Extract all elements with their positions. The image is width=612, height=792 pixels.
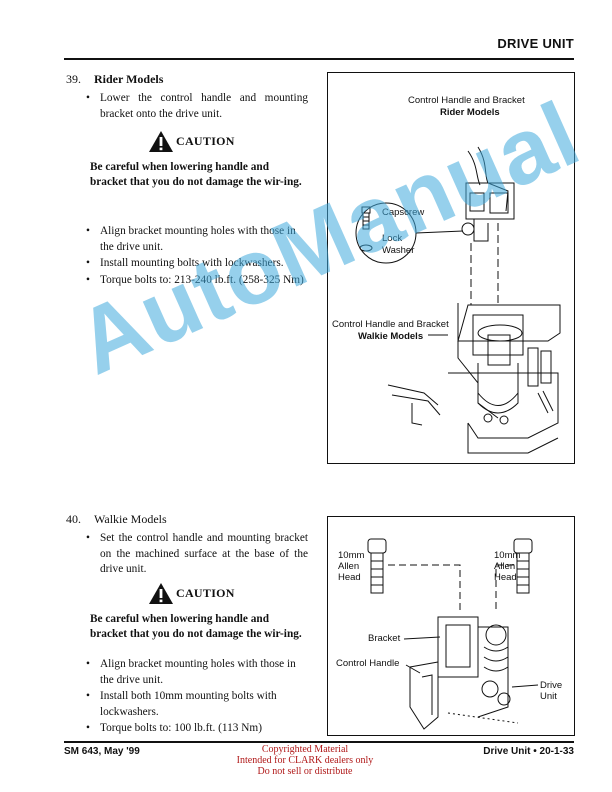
header-rule: [64, 58, 574, 60]
warning-triangle-icon: [149, 131, 173, 152]
label-capscrew: Capscrew: [382, 207, 425, 218]
caution-warning-text: Be careful when lowering handle and brac…: [90, 613, 302, 640]
step-40-title: Walkie Models: [94, 512, 167, 526]
label-left-bolt-line2: Allen: [338, 561, 360, 572]
copyright-notice: Copyrighted Material Intended for CLARK …: [230, 744, 380, 777]
walkie-install-illustration: [367, 538, 539, 730]
step-40-number: 40.: [66, 512, 81, 526]
copyright-line: Copyrighted Material: [261, 744, 349, 755]
caution-label: CAUTION: [176, 134, 235, 148]
figure-rider-walkie-bracket: Control Handle and Bracket Rider Models …: [327, 72, 575, 464]
warning-triangle-icon: [149, 583, 173, 604]
step-40-bullets-1: Set the control handle and mounting brac…: [86, 531, 308, 579]
label-rider-bracket-line2: Rider Models: [440, 107, 500, 118]
step-39-heading: 39. Rider Models: [66, 72, 163, 87]
footer-page-number: Drive Unit • 20-1-33: [483, 746, 574, 757]
caution-label: CAUTION: [176, 586, 235, 600]
caution-warning-text: Be careful when lowering handle and brac…: [90, 161, 302, 188]
copyright-line: Intended for CLARK dealers only: [236, 755, 374, 766]
footer-rule: [64, 741, 574, 743]
step-40-bullets-2: Align bracket mounting holes with those …: [86, 657, 308, 738]
step-40-bullet: Install both 10mm mounting bolts with lo…: [86, 689, 308, 720]
caution-box-2: CAUTION: [148, 582, 235, 605]
label-right-bolt-line1: 10mm: [494, 550, 521, 561]
step-40-bullet: Set the control handle and mounting brac…: [86, 531, 308, 578]
page-header-title: DRIVE UNIT: [497, 36, 574, 51]
label-right-bolt-line3: Head: [494, 572, 517, 583]
figure-walkie-bracket-install: 10mm Allen Head 10mm Allen Head Bracket …: [327, 516, 575, 736]
label-bracket: Bracket: [368, 633, 401, 644]
label-right-bolt-line2: Allen: [494, 561, 516, 572]
label-drive-line1: Drive: [540, 680, 563, 691]
label-rider-bracket-line1: Control Handle and Bracket: [408, 95, 525, 106]
footer-manual-ref: SM 643, May '99: [64, 746, 140, 757]
label-walkie-bracket-line2: Walkie Models: [358, 331, 424, 342]
step-39-bullet: Align bracket mounting holes with those …: [86, 224, 308, 255]
label-control-handle: Control Handle: [336, 658, 400, 669]
drive-unit-illustration: [355, 146, 561, 454]
step-39-number: 39.: [66, 72, 81, 86]
label-drive-line2: Unit: [540, 691, 557, 702]
label-washer: Washer: [382, 245, 415, 256]
label-left-bolt-line3: Head: [338, 572, 361, 583]
label-left-bolt-line1: 10mm: [338, 550, 365, 561]
step-39-bullets-1: Lower the control handle and mounting br…: [86, 91, 308, 123]
step-39-bullet: Install mounting bolts with lockwashers.: [86, 256, 308, 272]
step-40-bullet: Torque bolts to: 100 lb.ft. (113 Nm): [86, 721, 308, 737]
step-39-bullets-2: Align bracket mounting holes with those …: [86, 224, 308, 289]
step-39-bullet: Torque bolts to: 213-240 lb.ft. (258-325…: [86, 273, 308, 289]
step-40-heading: 40. Walkie Models: [66, 512, 167, 527]
copyright-line: Do not sell or distribute: [257, 766, 353, 777]
label-walkie-bracket-line1: Control Handle and Bracket: [332, 319, 449, 330]
step-40-bullet: Align bracket mounting holes with those …: [86, 657, 308, 688]
step-39-bullet: Lower the control handle and mounting br…: [86, 91, 308, 122]
label-lock: Lock: [382, 233, 403, 244]
caution-box-1: CAUTION: [148, 130, 235, 153]
step-39-title: Rider Models: [94, 72, 164, 86]
